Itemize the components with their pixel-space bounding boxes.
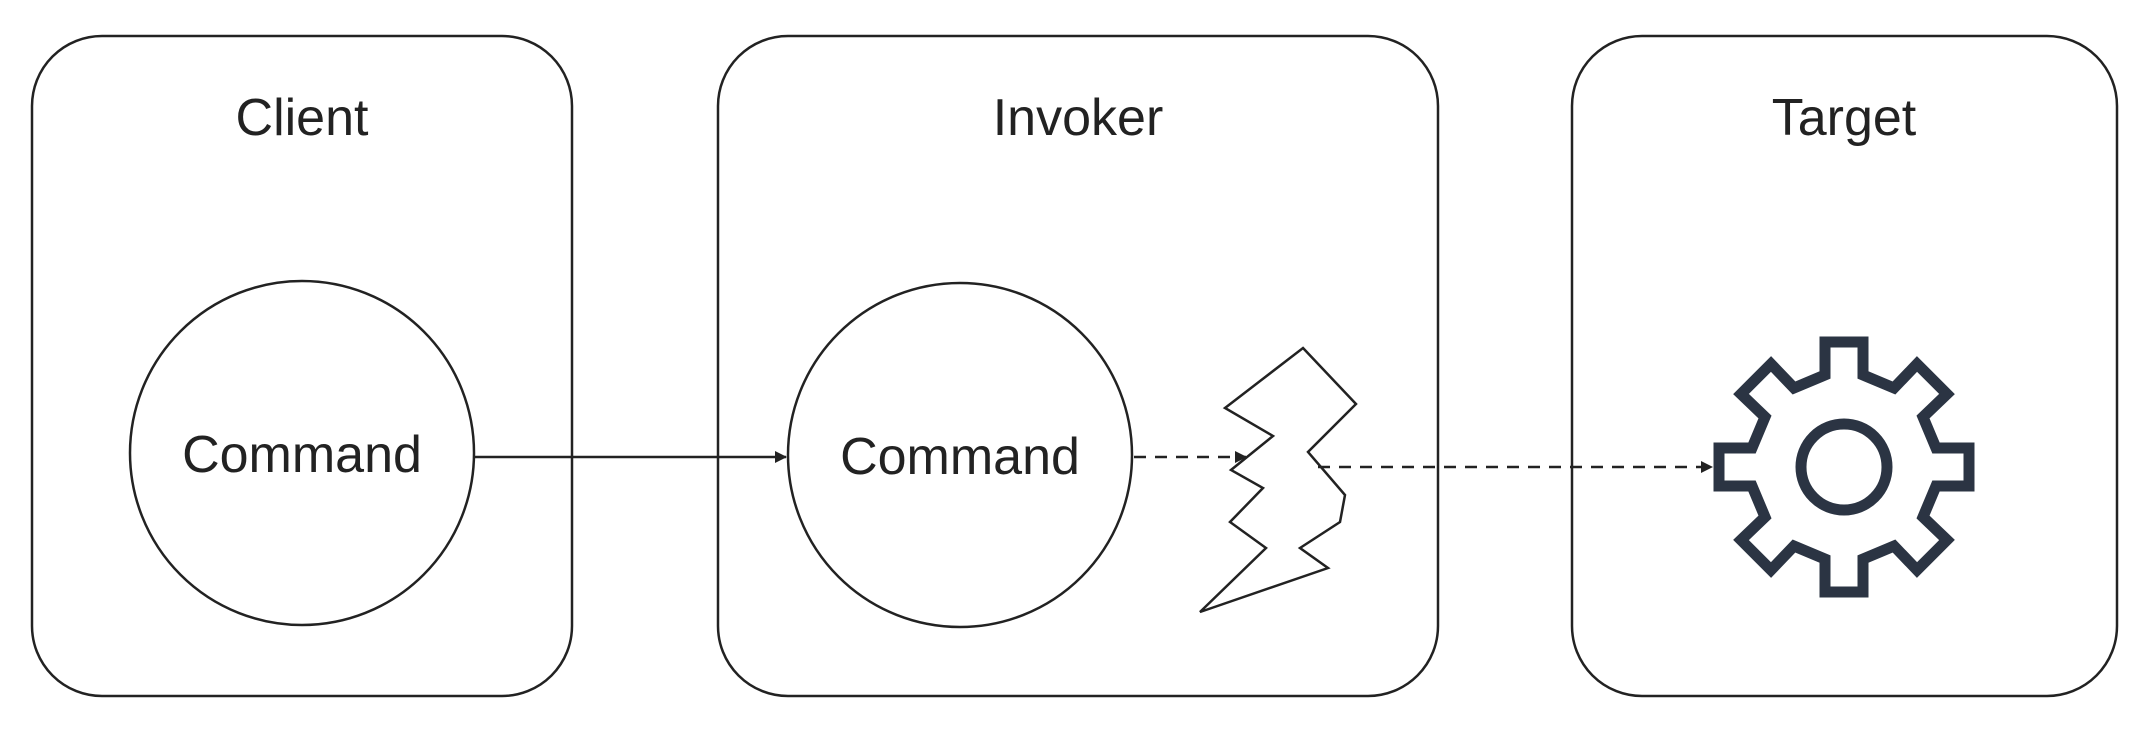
target-panel: Target (1570, 34, 2119, 698)
client-command-label: Command (182, 426, 422, 484)
client-command-node: Command (128, 279, 476, 627)
client-panel-title: Client (236, 89, 369, 147)
gear-hub (1795, 418, 1893, 516)
client-panel: Client Command (30, 34, 574, 698)
invoker-command-label: Command (840, 428, 1080, 486)
gear-icon (1713, 336, 1975, 598)
invoker-command-node: Command (786, 281, 1134, 629)
target-panel-title: Target (1772, 89, 1917, 147)
invoker-panel-title: Invoker (993, 89, 1164, 147)
invoker-panel: Invoker Command (716, 34, 1440, 698)
